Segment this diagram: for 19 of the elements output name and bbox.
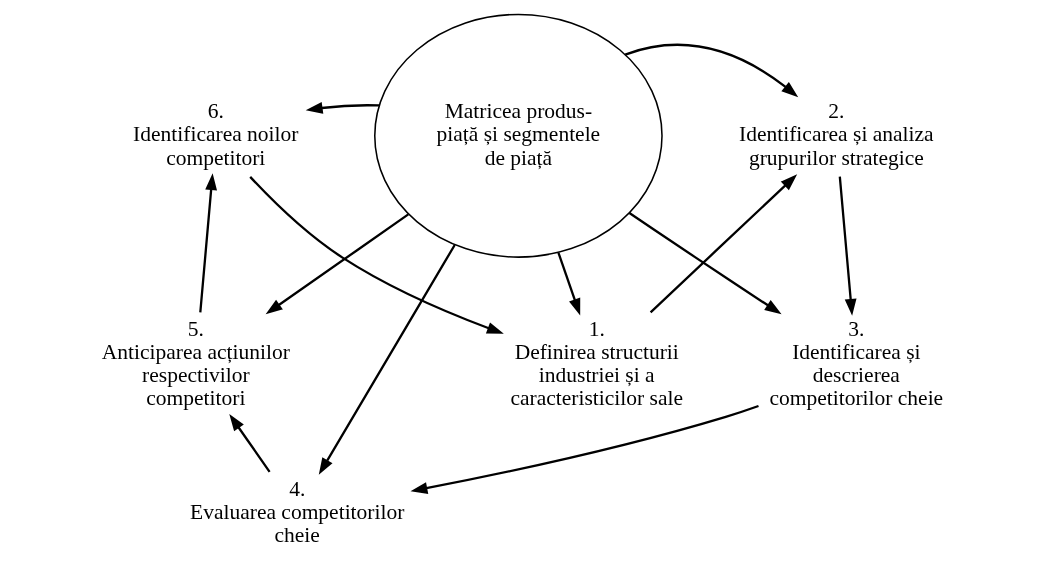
arrow bbox=[229, 414, 271, 473]
node-text: 2. Identificarea și analiza grupurilor strategice bbox=[739, 99, 934, 170]
node-text: 1. Definirea structurii industriei și a caracteristicilor sale bbox=[510, 316, 683, 410]
node-text: 5. Anticiparea acțiunilor respectivilor competitori bbox=[101, 316, 290, 410]
arrow bbox=[649, 174, 798, 314]
arrow bbox=[265, 213, 409, 315]
arrow bbox=[624, 43, 799, 98]
node-text: 4. Evaluarea competitorilor cheie bbox=[190, 476, 405, 547]
node-text: 3. Identificarea și descrierea competitorilor cheie bbox=[769, 316, 944, 410]
arrow bbox=[557, 252, 581, 316]
arrow bbox=[318, 244, 456, 475]
arrow bbox=[249, 176, 504, 334]
arrow bbox=[305, 102, 380, 114]
node-text: 6. Identificarea noilor competitori bbox=[133, 99, 299, 170]
arrow bbox=[199, 173, 218, 313]
arrow bbox=[838, 176, 857, 316]
arrow bbox=[628, 212, 782, 315]
arrow bbox=[410, 404, 759, 494]
node-ellipse: Matricea produs-piață și segmentele de piață bbox=[374, 13, 663, 258]
